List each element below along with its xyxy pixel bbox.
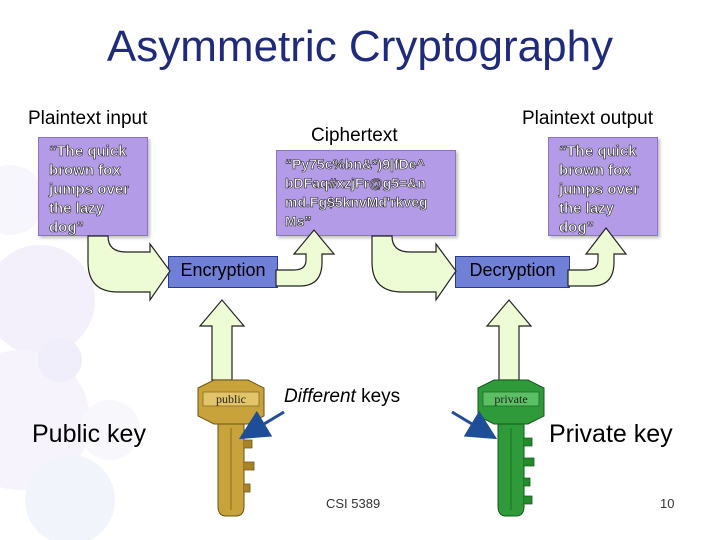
- private-key-label: Private key: [549, 420, 673, 448]
- up-arrow-public-key-to-encryption: [198, 299, 246, 381]
- footer-text: CSI 5389: [326, 496, 381, 511]
- ciphertext-label: Ciphertext: [311, 125, 398, 146]
- plaintext-input-label: Plaintext input: [28, 108, 148, 129]
- private-key-tag: private: [494, 392, 528, 406]
- plaintext-output-box: “The quick brown fox jumps over the lazy…: [548, 137, 658, 236]
- ciphertext-text: “Py75c%bn&*)9|fDe^ bDFaq#xzjFr@g5=&n md.…: [285, 156, 428, 230]
- curved-arrow-decryption-to-output: [567, 227, 628, 287]
- plaintext-input-text: “The quick brown fox jumps over the lazy…: [49, 143, 130, 237]
- curved-arrow-encryption-to-ciphertext: [275, 229, 336, 287]
- different-keys-caption: Different keys: [284, 386, 400, 408]
- slide-title: Asymmetric Cryptography: [106, 22, 614, 71]
- plaintext-output-text: “The quick brown fox jumps over the lazy…: [559, 143, 640, 237]
- curved-arrow-input-to-encryption: [87, 235, 171, 302]
- public-key-tag: public: [216, 392, 246, 406]
- pointer-arrow-to-public-key: [238, 410, 285, 440]
- pointer-arrow-to-private-key: [451, 410, 498, 440]
- encryption-box: Encryption: [168, 256, 278, 288]
- up-arrow-private-key-to-decryption: [485, 299, 533, 381]
- different-keys-emphasis: Different: [284, 386, 356, 407]
- page-number: 10: [660, 496, 675, 511]
- ciphertext-box: “Py75c%bn&*)9|fDe^ bDFaq#xzjFr@g5=&n md.…: [276, 150, 456, 236]
- different-keys-rest: keys: [355, 386, 401, 407]
- encryption-label: Encryption: [180, 260, 266, 280]
- decryption-box: Decryption: [455, 256, 570, 288]
- curved-arrow-ciphertext-to-decryption: [371, 235, 457, 302]
- public-key-label: Public key: [32, 420, 146, 448]
- plaintext-output-label: Plaintext output: [522, 108, 653, 129]
- decryption-label: Decryption: [469, 260, 556, 280]
